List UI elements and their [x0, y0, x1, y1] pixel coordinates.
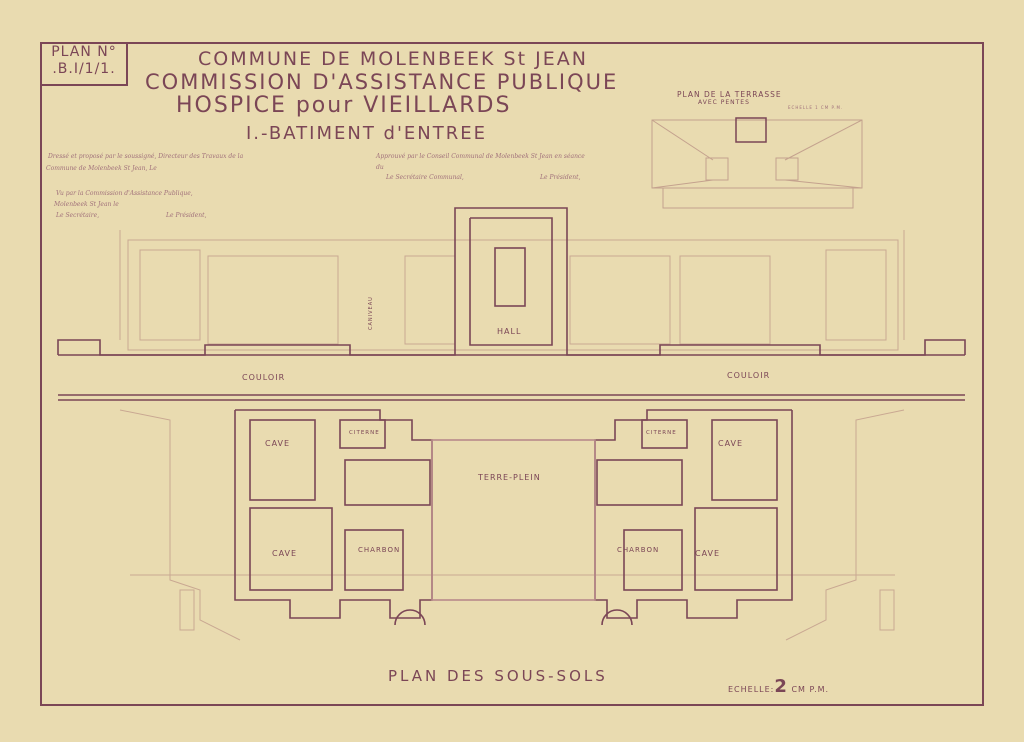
terrace-scale: ECHELLE 1 CM P.M.: [788, 105, 844, 110]
terrace-subtitle: AVEC PENTES: [698, 99, 750, 106]
label-charbon-left: CHARBON: [358, 546, 400, 554]
note-president: Le Président,: [166, 212, 207, 219]
scale: ECHELLE:2 CM P.M.: [728, 676, 829, 697]
label-cave-bottom-right: CAVE: [695, 549, 720, 558]
note-president-2: Le Président,: [540, 174, 581, 181]
label-couloir-right: COULOIR: [727, 371, 770, 380]
label-couloir-left: COULOIR: [242, 373, 285, 382]
drawing-border: [40, 42, 984, 706]
label-terre-plein: TERRE-PLEIN: [477, 473, 541, 482]
title-commission: COMMISSION D'ASSISTANCE PUBLIQUE: [145, 70, 619, 94]
scale-unit: CM P.M.: [791, 685, 830, 694]
scale-value: 2: [774, 676, 788, 697]
label-caniveau: CANIVEAU: [368, 296, 374, 330]
note-drafted-2: Commune de Molenbeek St Jean, Le: [46, 165, 157, 172]
plan-faint-lines: [119, 230, 905, 641]
note-secretary: Le Secrétaire,: [56, 212, 100, 219]
plan-walls: [57, 207, 966, 626]
label-cave-top-left: CAVE: [265, 439, 290, 448]
label-citerne-left: CITERNE: [349, 430, 380, 436]
note-drafted: Dressé et proposé par le soussigné, Dire…: [48, 153, 244, 160]
scale-label: ECHELLE:: [728, 685, 775, 694]
label-citerne-right: CITERNE: [646, 430, 677, 436]
plan-number-code: .B.I/1/1.: [52, 61, 116, 77]
label-cave-top-right: CAVE: [718, 439, 743, 448]
label-cave-bottom-left: CAVE: [272, 549, 297, 558]
note-approved: Approuvé par le Conseil Communal de Mole…: [376, 153, 585, 160]
plan-title: PLAN DES SOUS-SOLS: [388, 667, 608, 685]
plan-number-box: PLAN N° .B.I/1/1.: [40, 42, 128, 86]
terrace-plan: [651, 117, 863, 209]
note-secretary-communal: Le Secrétaire Communal,: [386, 174, 464, 181]
plan-number-label: PLAN N°: [51, 44, 117, 60]
label-charbon-right: CHARBON: [617, 546, 659, 554]
title-building: I.-BATIMENT d'ENTREE: [246, 123, 487, 144]
note-seen: Vu par la Commission d'Assistance Publiq…: [56, 190, 193, 197]
note-seen-2: Molenbeek St Jean le: [54, 201, 119, 208]
terrace-title: PLAN DE LA TERRASSE: [677, 90, 782, 99]
title-hospice: HOSPICE pour VIEILLARDS: [176, 93, 512, 118]
label-hall: HALL: [497, 327, 521, 336]
note-approved-2: du: [376, 164, 384, 171]
title-commune: COMMUNE DE MOLENBEEK St JEAN: [198, 48, 588, 70]
